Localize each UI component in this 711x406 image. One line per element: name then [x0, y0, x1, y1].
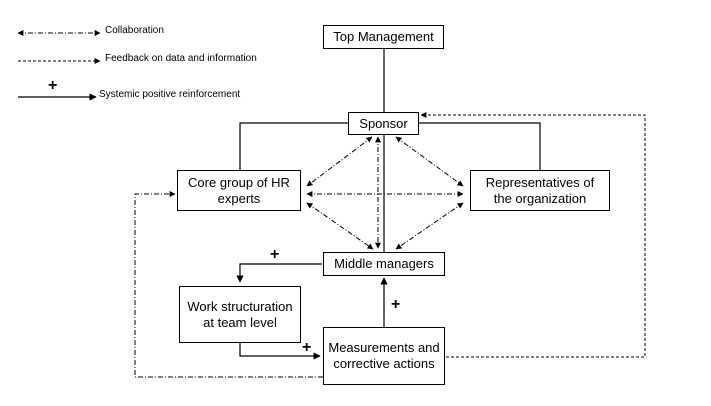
node-representatives: Representatives of the organization	[470, 170, 610, 211]
feedback-measurements-to-sponsor	[420, 112, 646, 358]
collaboration-links	[134, 136, 464, 378]
node-middle-managers: Middle managers	[323, 252, 445, 276]
reinforcement-middle-to-work	[236, 263, 322, 283]
node-work-structuration: Work structuration at team level	[179, 286, 301, 343]
connector-sponsor-representatives	[419, 122, 541, 170]
plus-mark-work-measurements: +	[302, 339, 312, 356]
node-sponsor: Sponsor	[348, 112, 419, 135]
node-top-management: Top Management	[323, 25, 444, 49]
node-measurements: Measurements and corrective actions	[323, 327, 445, 385]
connector-sponsor-core	[239, 122, 348, 170]
node-core-group-hr-experts: Core group of HR experts	[177, 170, 301, 211]
plus-mark-measurements-middle: +	[391, 296, 401, 313]
legend-plus-symbol: +	[48, 77, 58, 94]
reinforcement-work-to-measurements	[239, 343, 321, 360]
legend-collaboration-label: Collaboration	[105, 25, 164, 36]
legend-reinforcement-label: Systemic positive reinforcement	[99, 89, 241, 100]
plus-mark-middle-work: +	[270, 246, 280, 263]
legend-feedback-label: Feedback on data and information	[105, 53, 257, 64]
